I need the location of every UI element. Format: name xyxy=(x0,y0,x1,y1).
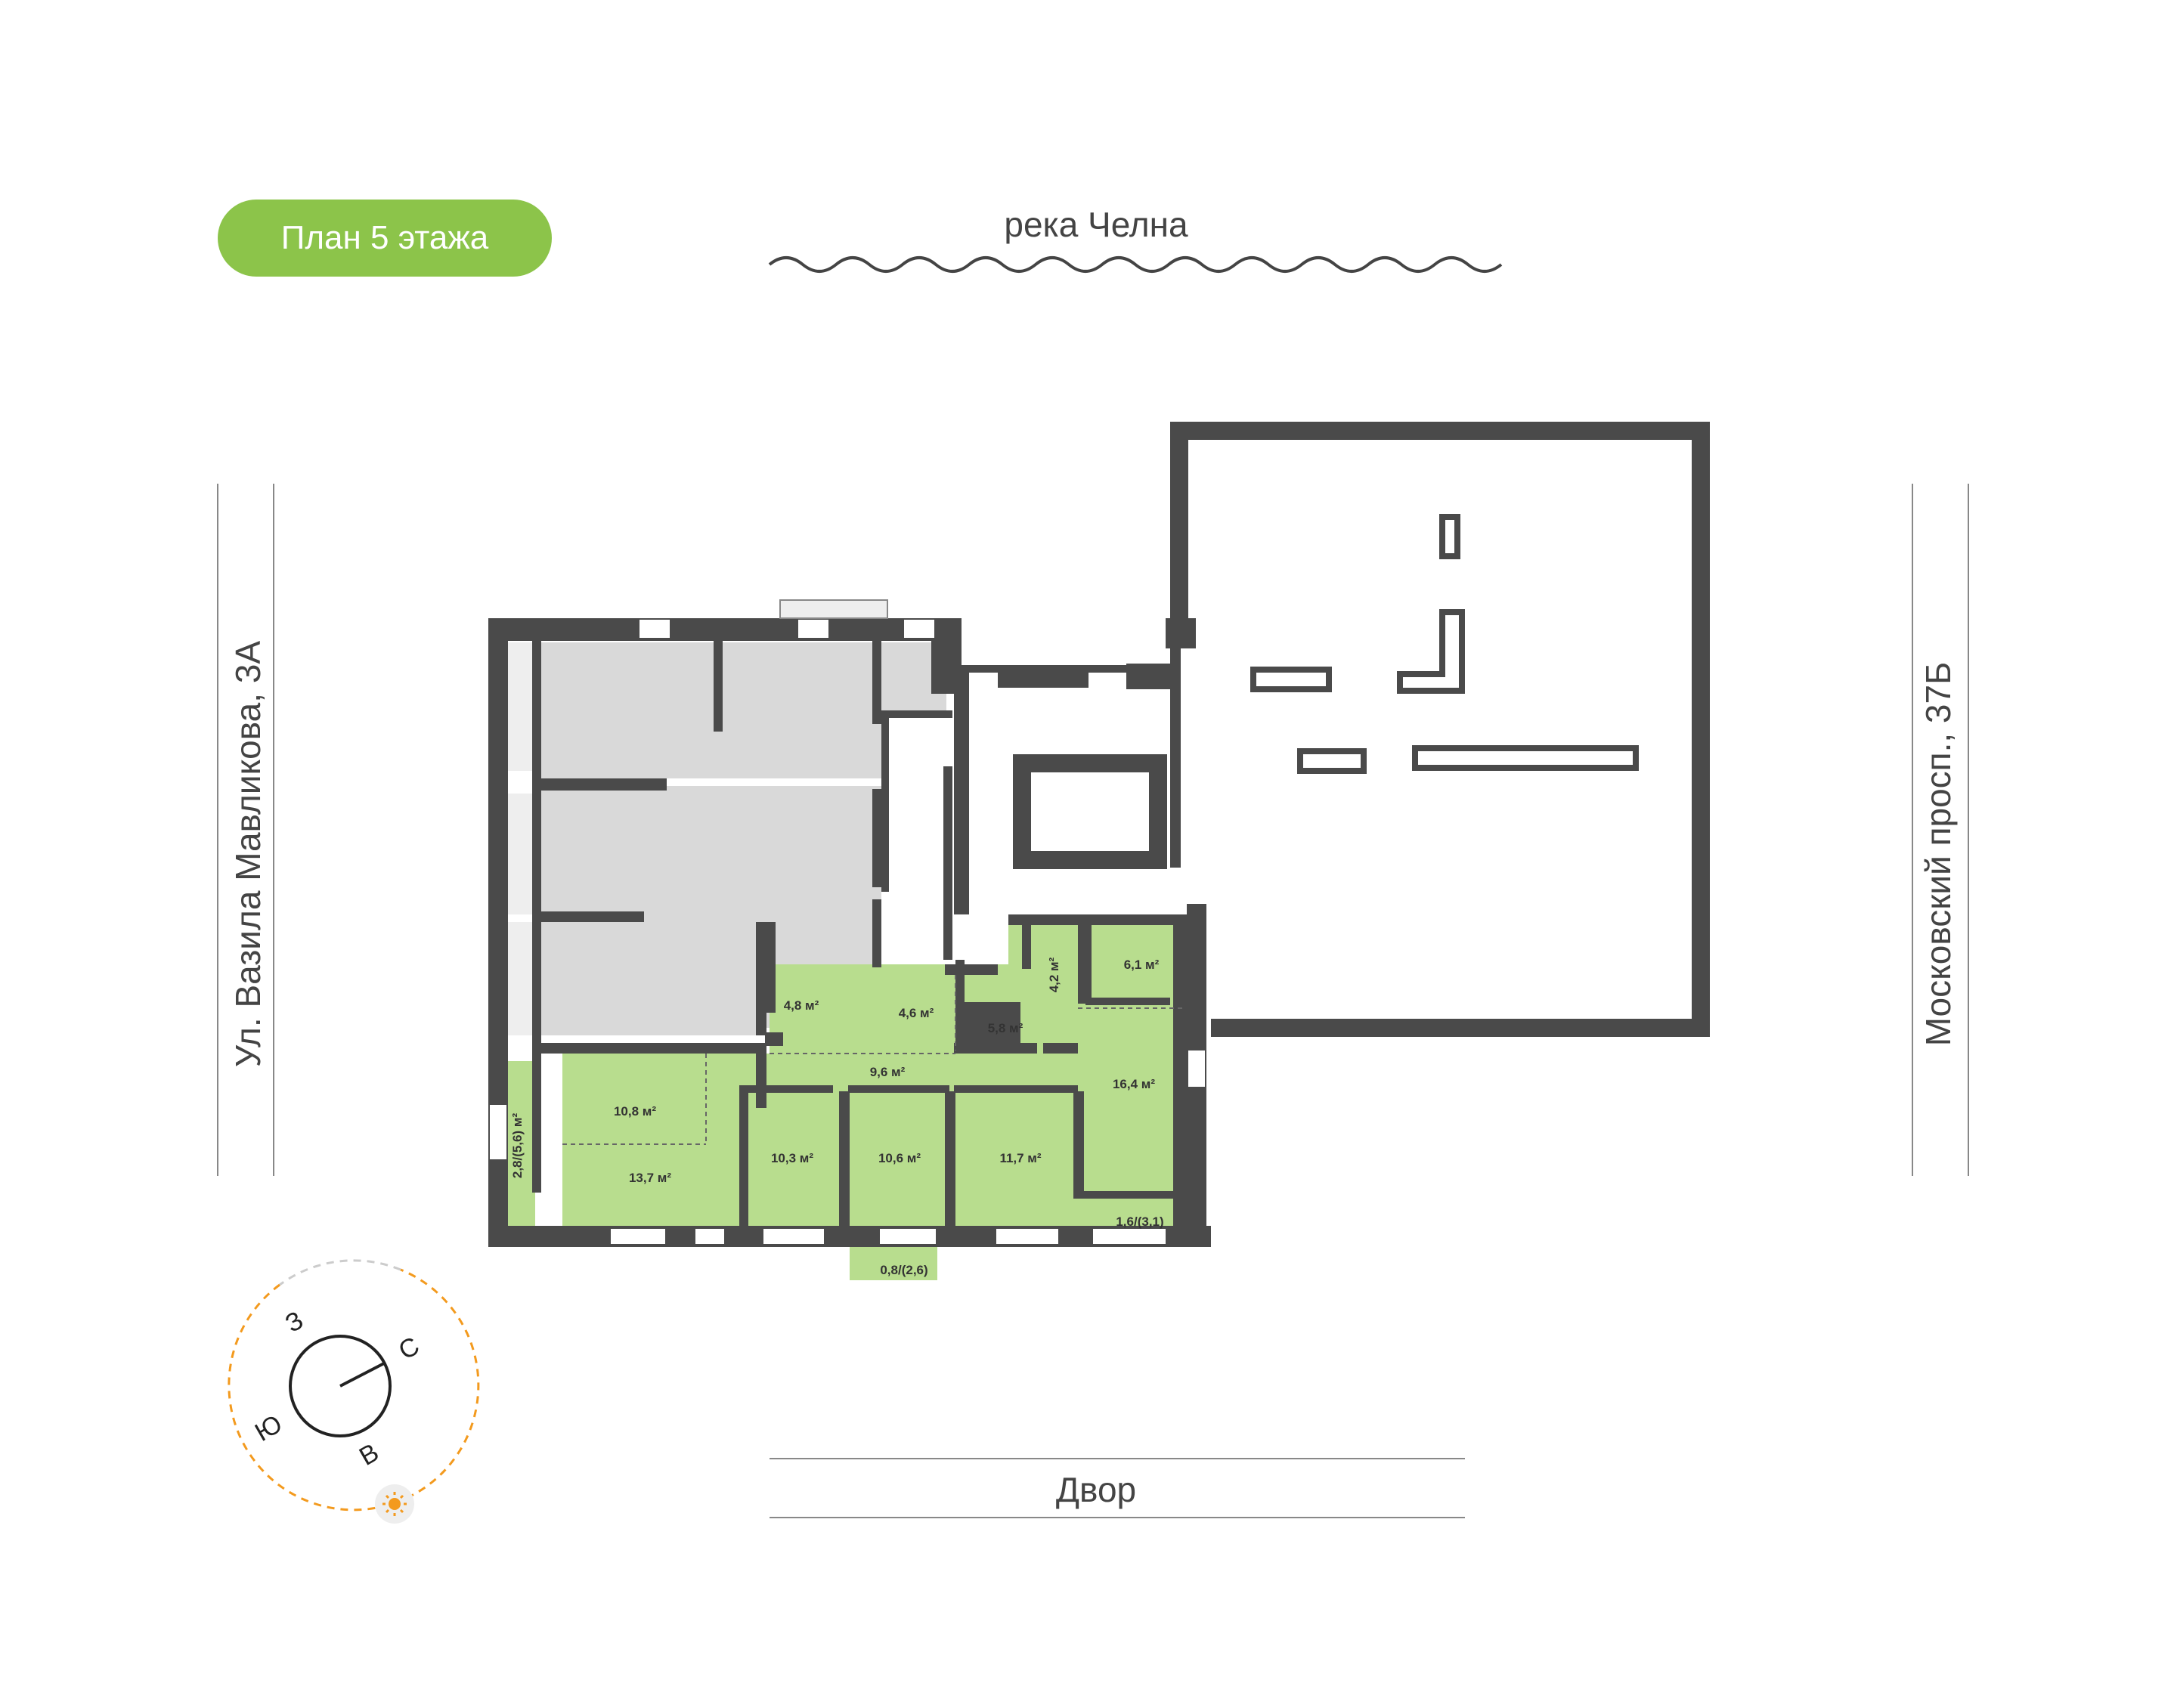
loggia-area-east: 1,6/(3,1) xyxy=(1116,1214,1163,1229)
gray-apartment-2 xyxy=(538,786,881,914)
compass-south: Ю xyxy=(250,1409,287,1447)
sun-icon xyxy=(375,1484,414,1524)
compass-west: З xyxy=(280,1306,308,1338)
room-area-6: 9,6 м² xyxy=(870,1065,906,1079)
room-area-3: 4,8 м² xyxy=(784,998,819,1013)
room-area-12: 11,7 м² xyxy=(999,1151,1041,1165)
river-wave-line xyxy=(768,256,1503,273)
room-area-11: 10,6 м² xyxy=(878,1151,921,1165)
room-area-1: 6,1 м² xyxy=(1124,958,1160,972)
main-building xyxy=(488,599,1211,1280)
room-area-2: 4,2 м² xyxy=(1047,957,1061,992)
room-area-9: 13,7 м² xyxy=(629,1171,671,1185)
room-area-10: 10,3 м² xyxy=(771,1151,813,1165)
compass-north: С xyxy=(394,1332,424,1366)
balcony-area-south: 0,8/(2,6) xyxy=(880,1263,927,1277)
south-yard-label: Двор xyxy=(1055,1470,1137,1509)
gray-apartment-1 xyxy=(538,642,881,778)
room-area-7: 16,4 м² xyxy=(1113,1077,1155,1091)
room-area-8: 10,8 м² xyxy=(614,1104,656,1119)
loggia-area-west: 2,8/(5,6) м² xyxy=(510,1113,525,1179)
compass-east: В xyxy=(355,1438,384,1471)
gray-apartment-3 xyxy=(538,914,765,1035)
north-river-label: река Челна xyxy=(1004,205,1188,244)
neighbor-building xyxy=(1170,422,1710,1037)
room-area-5: 5,8 м² xyxy=(988,1021,1023,1035)
floor-title-badge[interactable]: План 5 этажа xyxy=(218,200,552,277)
compass: С З Ю В xyxy=(228,1259,480,1524)
room-area-4: 4,6 м² xyxy=(899,1006,934,1020)
